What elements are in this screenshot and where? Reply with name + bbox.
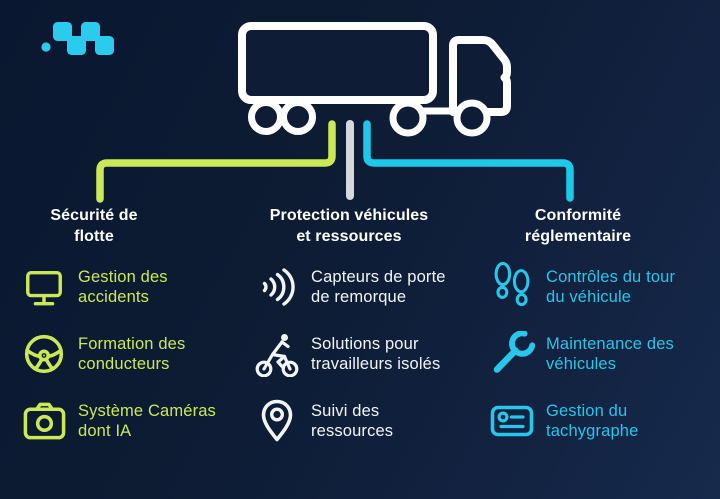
list-item: Contrôles du tour du véhicule [488, 261, 702, 311]
list-item: Suivi des ressources [253, 398, 461, 444]
column-heading: Protection véhicules et ressources [269, 207, 429, 245]
webfleet-logo [41, 22, 114, 55]
list-item: Gestion du tachygraphe [488, 398, 702, 444]
tachograph-icon [488, 397, 536, 445]
cyclist-icon [253, 330, 301, 378]
item-label: Formation des conducteurs [78, 334, 186, 373]
item-label: Suivi des ressources [311, 401, 394, 440]
footprints-icon [488, 261, 536, 311]
item-label: Système Caméras dont IA [78, 401, 216, 440]
item-label: Solutions pour travailleurs isolés [311, 334, 441, 373]
fleet-safety-connector [96, 120, 336, 203]
item-label: Gestion du tachygraphe [546, 401, 639, 440]
column-heading: Sécurité de flotte [50, 207, 138, 245]
column-vehicle-protection: Protection véhicules et ressources Capte… [253, 206, 461, 465]
monitor-icon [20, 263, 68, 311]
column-regulatory-compliance: Conformité réglementaire Contrôles du to… [488, 206, 702, 465]
item-label: Gestion des accidents [78, 267, 168, 306]
steering-wheel-icon [20, 330, 68, 378]
list-item: Maintenance des véhicules [488, 331, 702, 377]
location-pin-icon [253, 397, 301, 445]
list-item: Capteurs de porte de remorque [253, 264, 461, 310]
list-item: Gestion des accidents [20, 264, 222, 310]
list-item: Formation des conducteurs [20, 331, 222, 377]
regulatory-compliance-connector [363, 120, 574, 202]
wrench-icon [488, 330, 536, 378]
camera-icon [20, 397, 68, 445]
item-label: Contrôles du tour du véhicule [546, 267, 676, 306]
item-label: Capteurs de porte de remorque [311, 267, 446, 306]
list-item: Système Caméras dont IA [20, 398, 222, 444]
sensor-waves-icon [253, 263, 301, 311]
column-heading: Conformité réglementaire [524, 207, 632, 245]
truck-illustration [238, 22, 511, 137]
list-item: Solutions pour travailleurs isolés [253, 331, 461, 377]
column-fleet-safety: Sécurité de flotte Gestion des accidents [20, 206, 222, 465]
item-label: Maintenance des véhicules [546, 334, 674, 373]
